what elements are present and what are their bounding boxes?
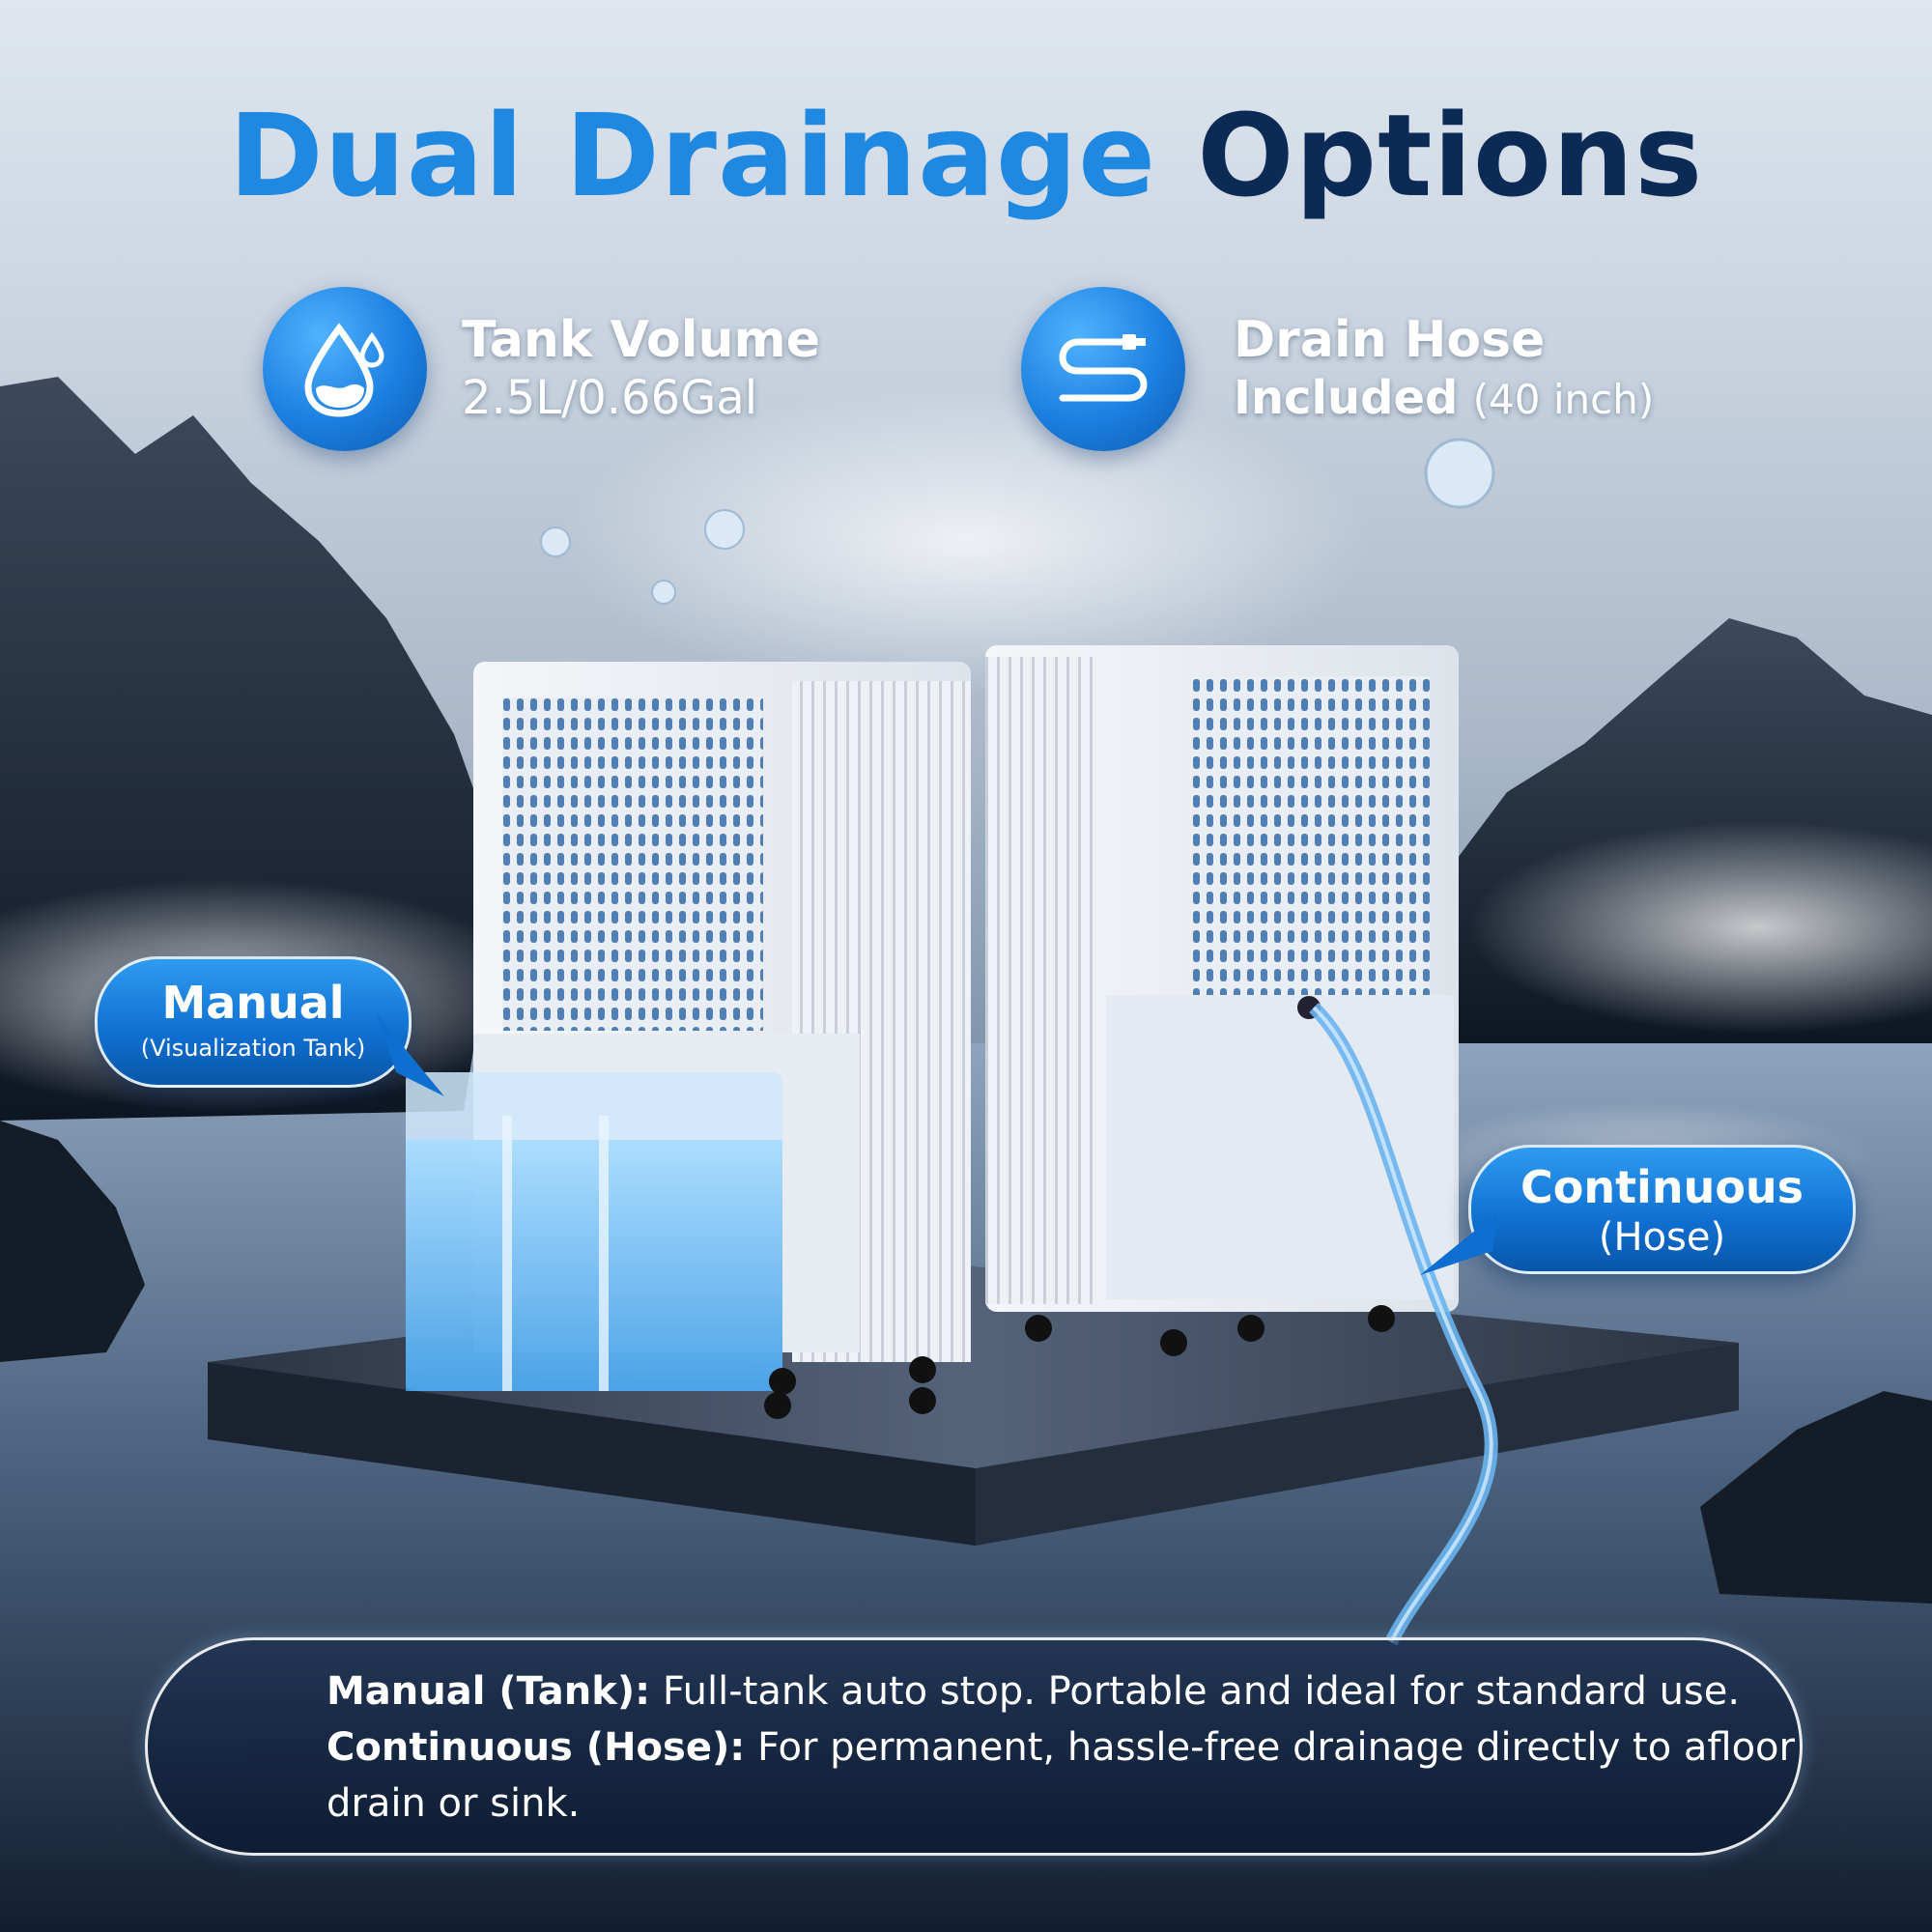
page-title: Dual Drainage Options xyxy=(0,89,1932,222)
drain-hose-title: Drain Hose xyxy=(1234,311,1546,369)
callout-manual-subtitle: (Visualization Tank) xyxy=(140,1035,366,1062)
title-rest: Options xyxy=(1197,89,1704,222)
info-continuous: Continuous (Hose): For permanent, hassle… xyxy=(327,1725,1795,1770)
drain-hose-value: Included (40 inch) xyxy=(1234,371,1654,425)
info-continuous-label: Continuous (Hose): xyxy=(327,1725,746,1770)
info-manual: Manual (Tank): Full-tank auto stop. Port… xyxy=(327,1669,1740,1714)
callout-continuous-subtitle: (Hose) xyxy=(1598,1215,1726,1260)
callout-continuous-title: Continuous xyxy=(1520,1161,1804,1213)
info-continuous-line2: drain or sink. xyxy=(327,1781,581,1826)
callout-manual-pointer xyxy=(377,1014,444,1096)
callout-continuous-pointer xyxy=(1420,1212,1497,1275)
callout-manual-title: Manual xyxy=(161,977,345,1029)
info-manual-text: Full-tank auto stop. Portable and ideal … xyxy=(662,1669,1741,1714)
tank-volume-value: 2.5L/0.66Gal xyxy=(462,371,758,425)
water-drop-icon xyxy=(263,287,427,451)
info-panel: Manual (Tank): Full-tank auto stop. Port… xyxy=(145,1637,1803,1856)
callout-continuous: Continuous (Hose) xyxy=(1468,1145,1856,1274)
drain-hose-included: Included xyxy=(1234,371,1459,425)
info-manual-label: Manual (Tank): xyxy=(327,1669,651,1714)
callout-manual: Manual (Visualization Tank) xyxy=(95,956,412,1088)
title-accent: Dual Drainage xyxy=(228,89,1157,222)
tank-volume-title: Tank Volume xyxy=(462,311,820,369)
drain-hose-icon xyxy=(1021,287,1185,451)
info-continuous-text: For permanent, hassle-free drainage dire… xyxy=(756,1725,1795,1770)
drain-hose-length: (40 inch) xyxy=(1472,376,1655,423)
